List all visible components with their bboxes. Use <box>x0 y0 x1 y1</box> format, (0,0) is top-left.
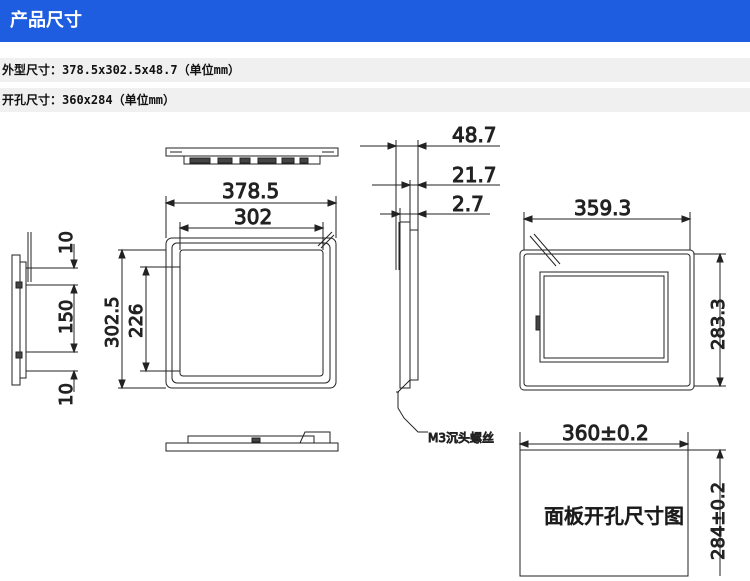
side-top-gap-label: 10 <box>56 231 77 254</box>
screw-note: M3沉头螺丝 <box>428 431 494 445</box>
cutout-width-label: 360±0.2 <box>562 421 649 445</box>
depth-front-label: 2.7 <box>452 192 484 216</box>
cutout-caption: 面板开孔尺寸图 <box>544 504 684 528</box>
screen-width-label: 302 <box>234 205 272 229</box>
side-bottom-gap-label: 10 <box>56 383 77 406</box>
cutout-height-label: 284±0.2 <box>708 482 729 560</box>
section-title: 产品尺寸 <box>0 0 750 42</box>
back-height-label: 283.3 <box>708 298 729 350</box>
front-width-label: 378.5 <box>222 179 279 203</box>
depth-mid-label: 21.7 <box>452 163 497 187</box>
depth-total-label: 48.7 <box>452 123 497 147</box>
back-width-label: 359.3 <box>574 196 631 220</box>
outer-dimensions-spec: 外型尺寸：378.5x302.5x48.7（单位mm） <box>0 58 750 82</box>
cutout-view <box>518 432 726 577</box>
front-view <box>118 196 338 390</box>
left-side-view <box>11 232 78 392</box>
cutout-dimensions-spec: 开孔尺寸：360x284（单位mm） <box>0 88 750 112</box>
screen-height-label: 226 <box>126 304 147 338</box>
bottom-view <box>165 431 339 452</box>
front-height-label: 302.5 <box>102 296 123 348</box>
top-view <box>165 147 339 165</box>
depth-side-view <box>360 140 500 433</box>
side-mid-gap-label: 150 <box>56 300 77 334</box>
back-view <box>519 212 726 391</box>
